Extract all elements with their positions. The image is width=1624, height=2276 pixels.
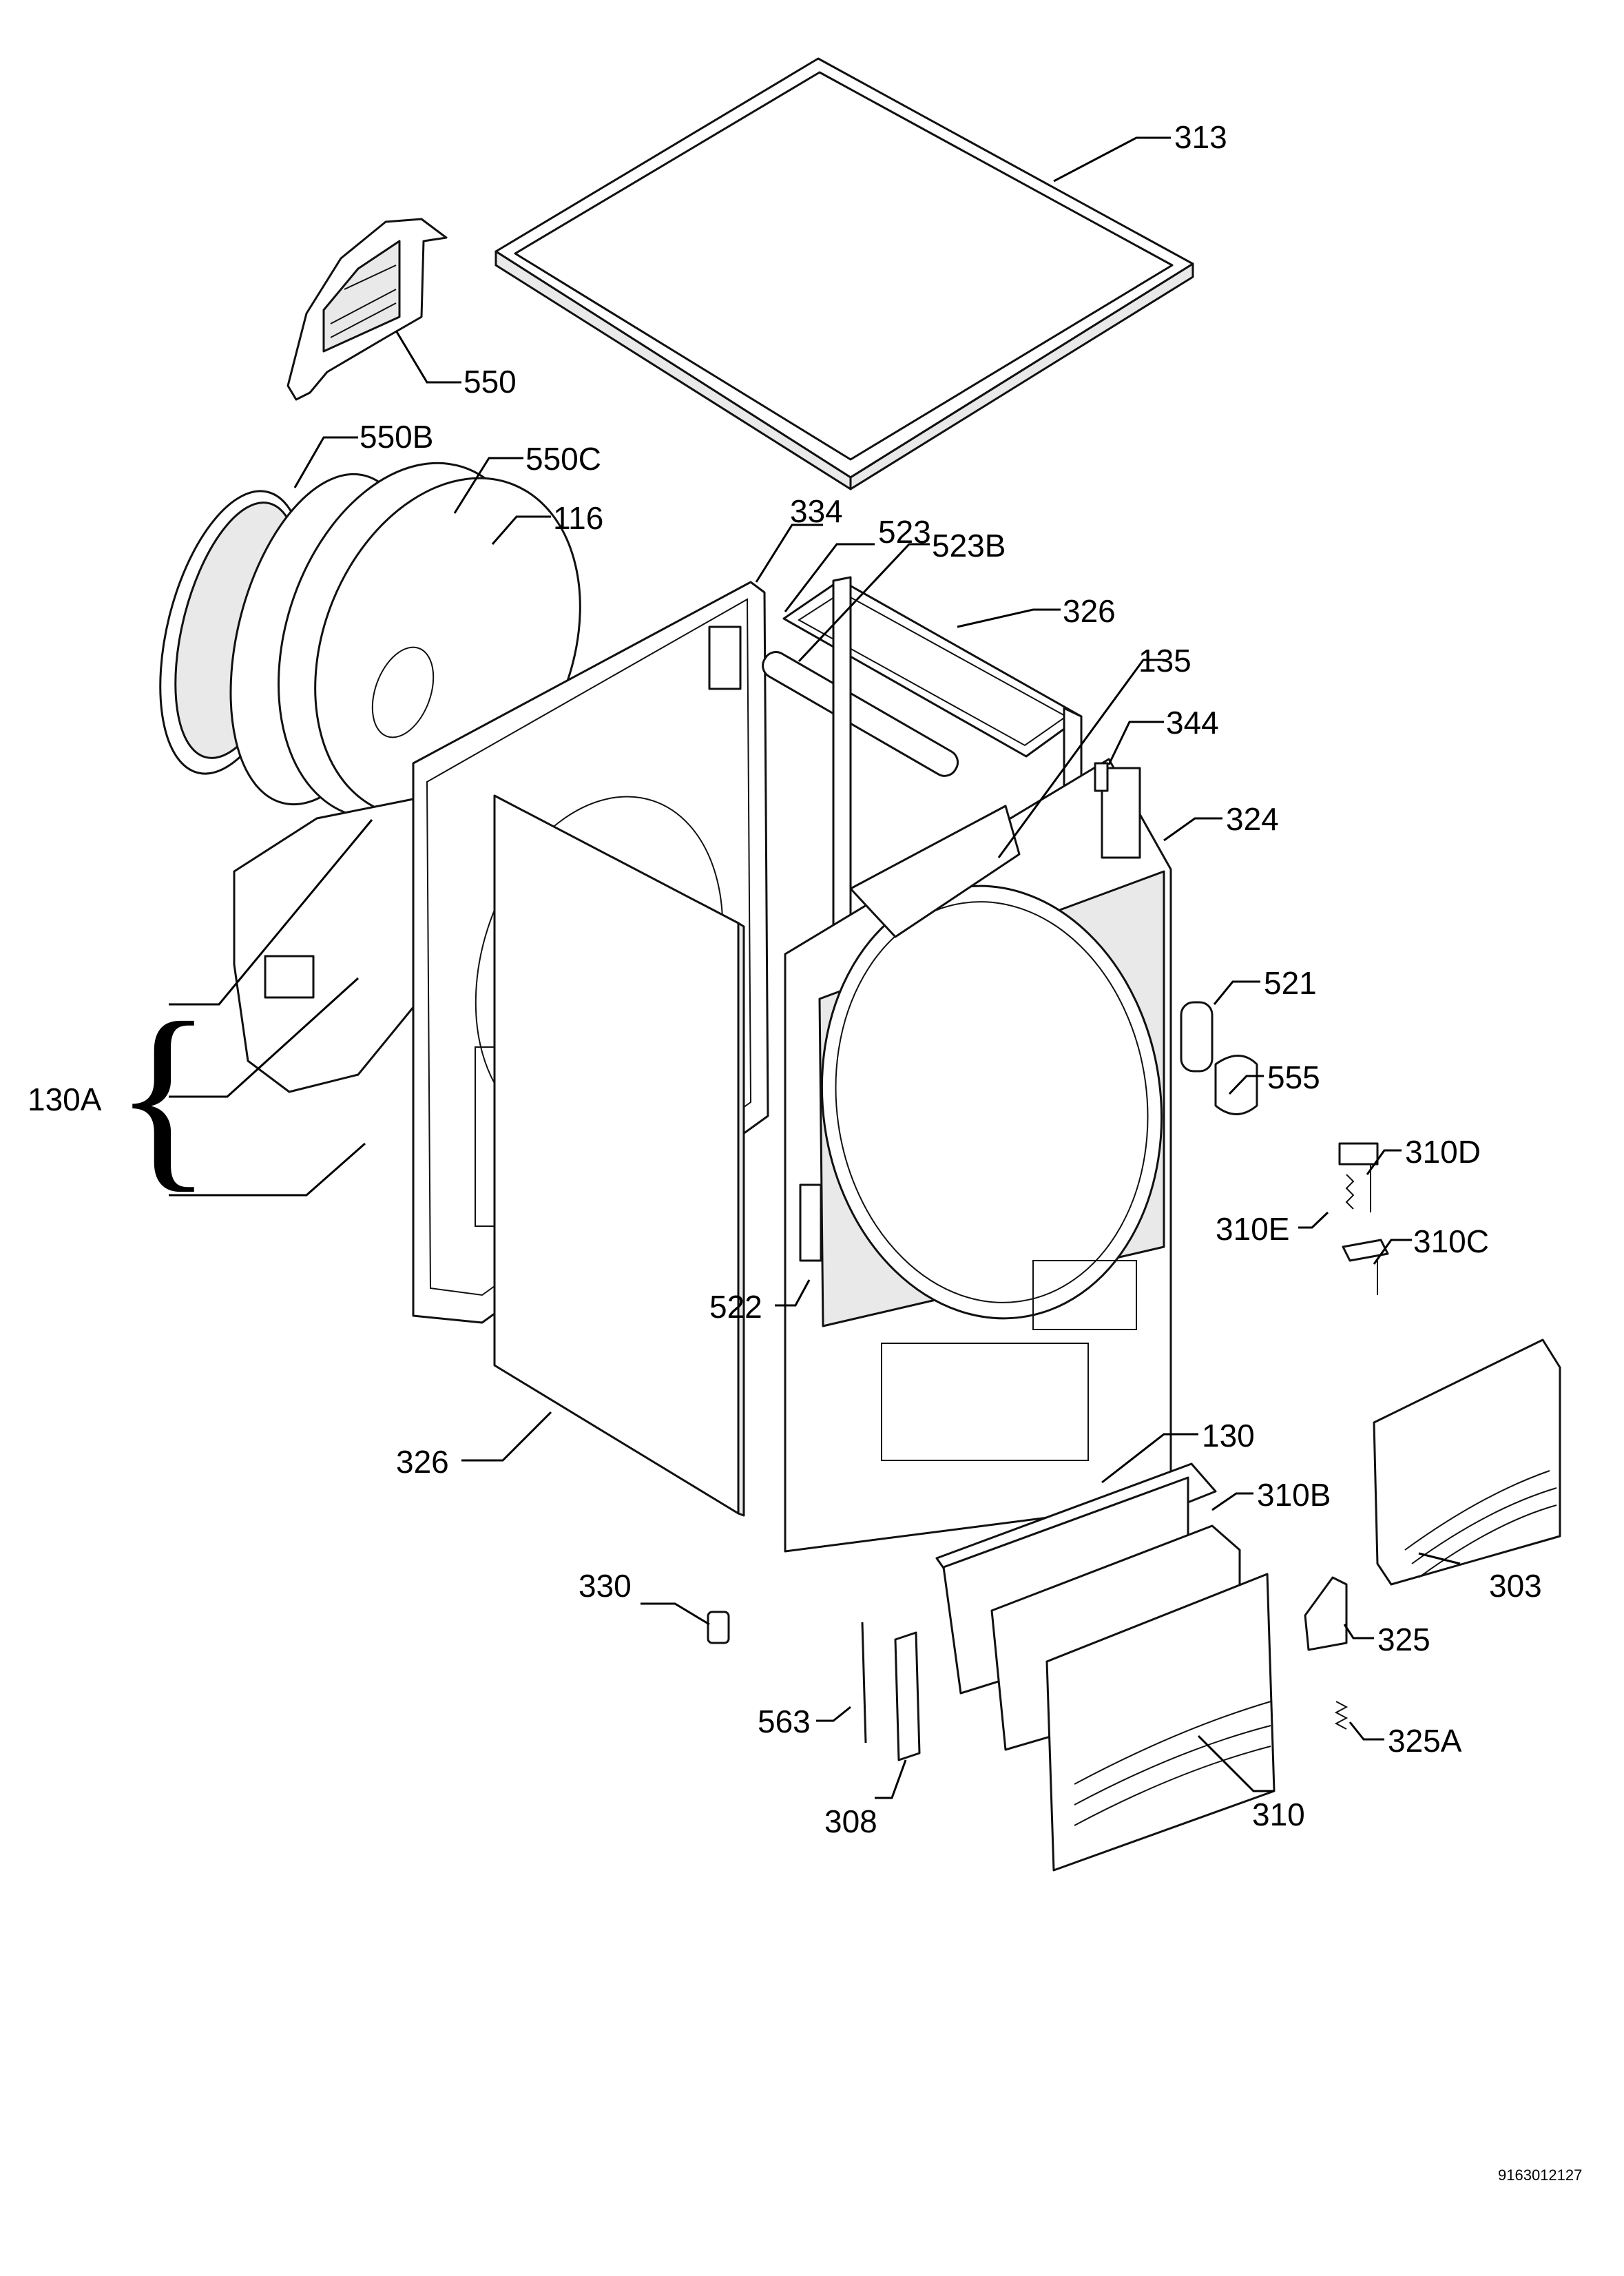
bracket-130a: { bbox=[114, 980, 213, 1209]
callout-334: 334 bbox=[790, 493, 843, 529]
part-hinge bbox=[1304, 1576, 1349, 1730]
part-front-frame bbox=[784, 758, 1172, 1553]
part-door-assembly bbox=[935, 1462, 1276, 1872]
callout-310d: 310D bbox=[1405, 1134, 1481, 1170]
callout-310c: 310C bbox=[1413, 1223, 1489, 1259]
callout-303: 303 bbox=[1489, 1568, 1542, 1604]
callout-313: 313 bbox=[1174, 119, 1227, 155]
callout-135: 135 bbox=[1138, 643, 1191, 679]
document-number: 9163012127 bbox=[1498, 2166, 1582, 2184]
part-plinth bbox=[1373, 1338, 1561, 1586]
callout-labels: 313 550 550B 550C 116 334 523 523B 326 1… bbox=[28, 119, 1582, 2184]
callout-523: 523 bbox=[878, 514, 931, 550]
callout-308: 308 bbox=[824, 1803, 877, 1839]
callout-522: 522 bbox=[709, 1289, 762, 1325]
callout-310e: 310E bbox=[1216, 1211, 1289, 1247]
callout-310: 310 bbox=[1252, 1797, 1305, 1832]
callout-521: 521 bbox=[1264, 965, 1317, 1001]
part-top-cover bbox=[495, 57, 1194, 490]
part-foot-and-rods bbox=[707, 1611, 921, 1761]
callout-130a: 130A bbox=[28, 1082, 102, 1117]
callout-324: 324 bbox=[1226, 801, 1279, 837]
callout-116: 116 bbox=[553, 500, 603, 536]
callout-550: 550 bbox=[464, 364, 517, 400]
callout-344: 344 bbox=[1166, 705, 1219, 741]
callout-550b: 550B bbox=[360, 419, 433, 455]
callout-555: 555 bbox=[1267, 1059, 1320, 1095]
part-small-fittings bbox=[1094, 762, 1389, 1295]
callout-523b: 523B bbox=[932, 528, 1006, 563]
part-filter-grille bbox=[287, 218, 448, 401]
callout-326-top: 326 bbox=[1063, 593, 1116, 629]
part-side-panel bbox=[493, 794, 745, 1517]
callout-550c: 550C bbox=[525, 441, 601, 477]
callout-325: 325 bbox=[1377, 1622, 1430, 1657]
callout-330: 330 bbox=[579, 1568, 632, 1604]
callout-326-bottom: 326 bbox=[396, 1444, 449, 1480]
callout-563: 563 bbox=[758, 1704, 811, 1739]
callout-325a: 325A bbox=[1388, 1723, 1462, 1759]
leader-lines bbox=[169, 136, 1461, 1799]
callout-310b: 310B bbox=[1257, 1477, 1331, 1513]
callout-130: 130 bbox=[1202, 1418, 1255, 1453]
